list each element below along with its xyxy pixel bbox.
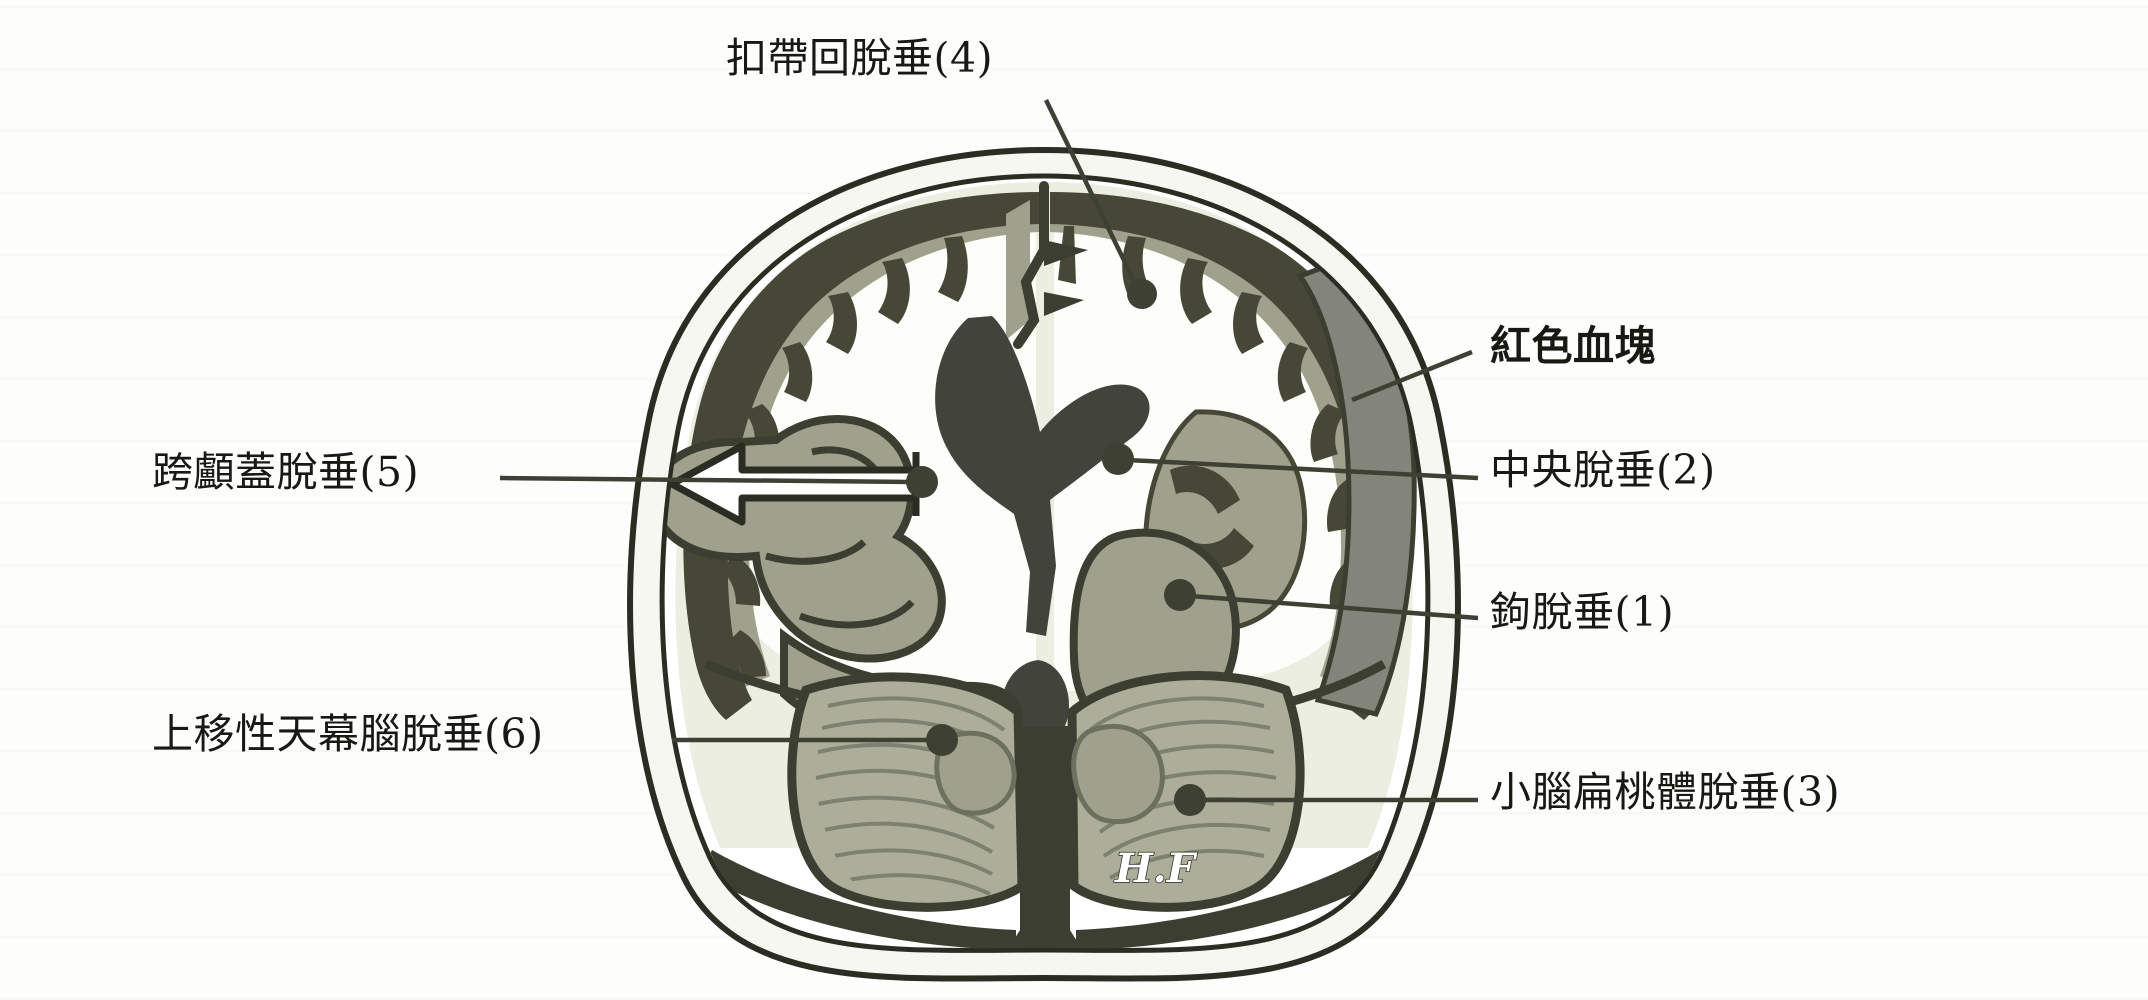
label-tonsillar: 小腦扁桃體脫垂(3) xyxy=(1490,768,1841,816)
cerebellum-left xyxy=(787,672,1027,912)
leader-line-central xyxy=(1127,457,1479,481)
leader-line-uncal xyxy=(1189,593,1479,621)
leader-lines-group xyxy=(499,99,1479,816)
leader-line-clot xyxy=(1351,349,1473,403)
callout-dot-cingulate xyxy=(1127,279,1157,309)
label-upward-transtentorial: 上移性天幕腦脫垂(6) xyxy=(152,710,544,758)
label-central: 中央脫垂(2) xyxy=(1490,446,1716,494)
leader-line-cingulate xyxy=(1043,99,1138,284)
callout-dot-uncal xyxy=(1164,579,1196,611)
label-clot: 紅色血塊 xyxy=(1490,322,1656,370)
transcalvarial-arrow-icon xyxy=(668,442,920,526)
callout-dot-transcalvarial xyxy=(906,466,938,498)
callout-dot-tonsillar xyxy=(1174,784,1206,816)
callout-dot-central xyxy=(1102,443,1134,475)
label-transcalvarial: 跨顱蓋脫垂(5) xyxy=(152,448,420,496)
label-cingulate: 扣帶回脫垂(4) xyxy=(726,34,994,82)
brainstem xyxy=(1000,726,1090,949)
callout-dot-upward-transtentorial xyxy=(926,724,958,756)
artist-signature: H.F xyxy=(1114,845,1198,892)
label-uncal: 鉤脫垂(1) xyxy=(1490,588,1675,636)
leader-line-transcalvarial xyxy=(499,475,911,485)
